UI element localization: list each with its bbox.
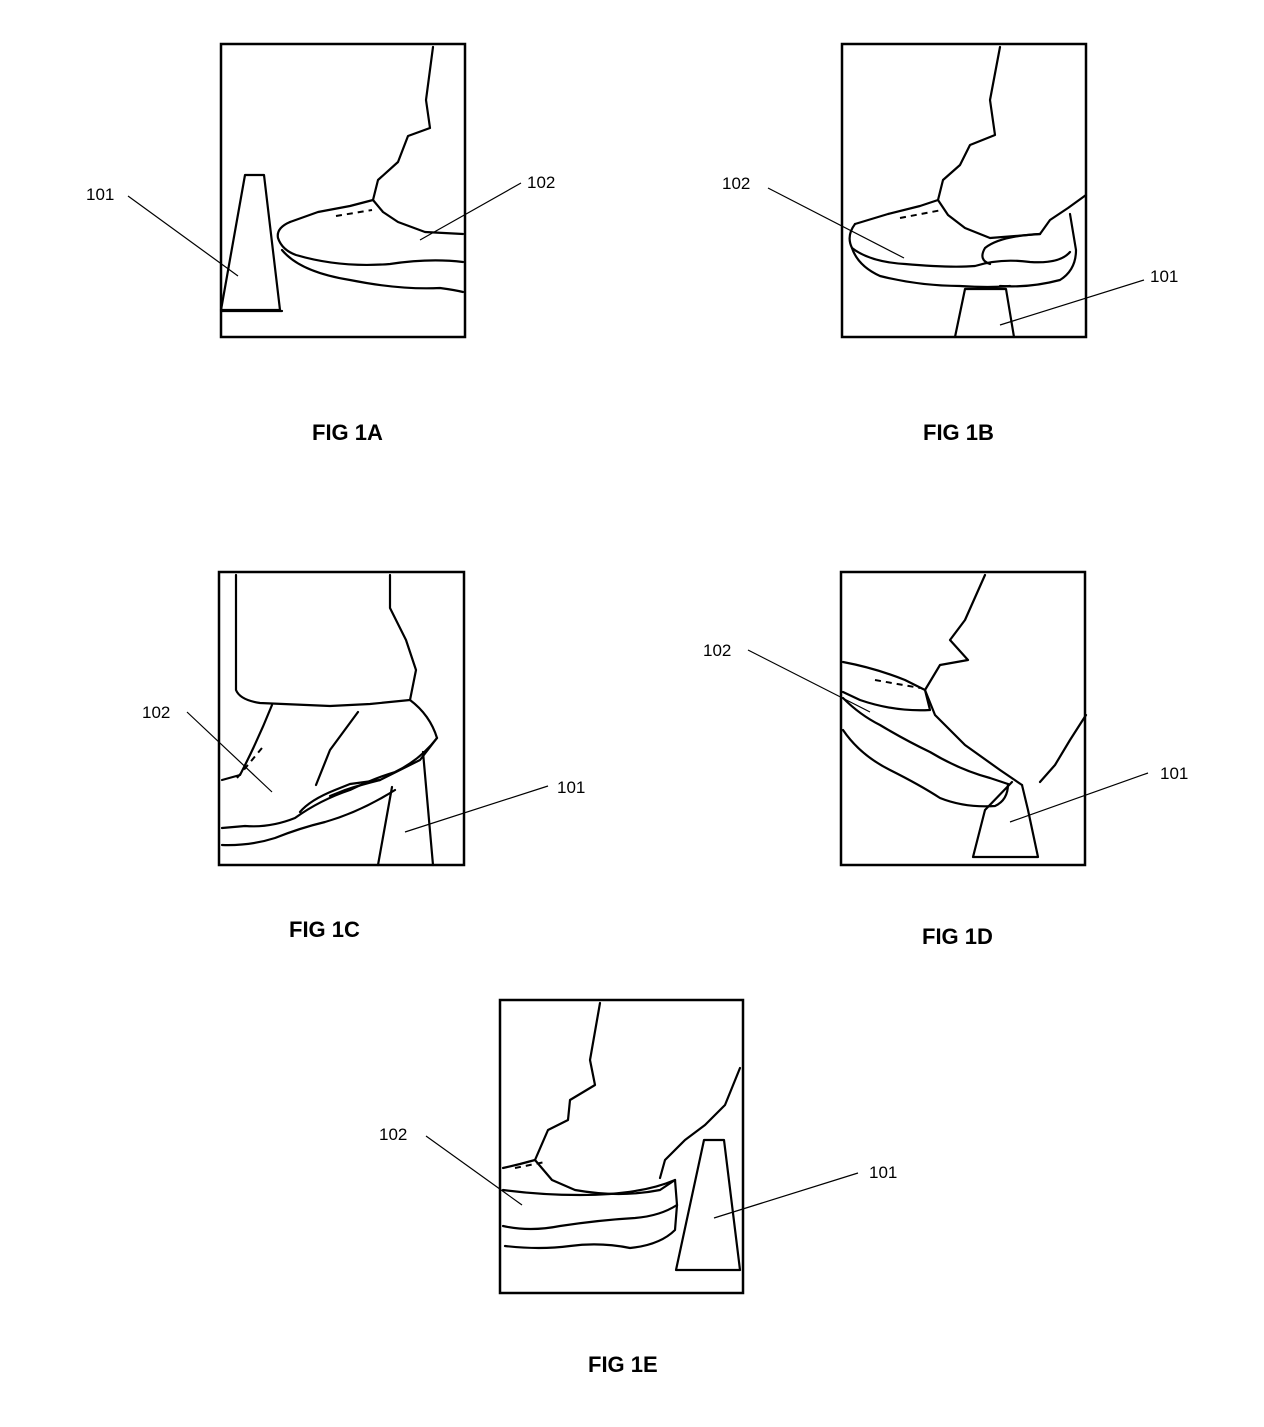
- shoe-lace-dashes: [335, 209, 373, 217]
- shoe-upper-outline: [841, 660, 932, 712]
- ref-label-101: 101: [1150, 267, 1178, 286]
- leader-102: [767, 187, 905, 259]
- panel-frame: [839, 570, 1087, 867]
- figure-1b: 101 102 FIG 1B: [722, 42, 1178, 445]
- leader-101: [713, 1172, 859, 1219]
- shoe-sole-outline: [220, 736, 439, 830]
- figure-caption: FIG 1B: [923, 420, 994, 445]
- panel-frame: [498, 998, 745, 1295]
- obstacle-cone: [376, 750, 435, 867]
- shoe-tread-outline: [503, 1178, 679, 1250]
- ref-label-102: 102: [527, 173, 555, 192]
- obstacle-cone: [971, 780, 1040, 859]
- figure-1c: 101 102 FIG 1C: [142, 570, 585, 942]
- shoe-lace-dashes: [899, 209, 943, 219]
- shoe-upper-outline: [853, 198, 1042, 240]
- shoe-tread-outline: [841, 728, 1010, 808]
- trouser-outline: [936, 45, 1002, 202]
- obstacle-cone: [953, 287, 1016, 339]
- obstacle-cone: [219, 173, 282, 312]
- panel-frame: [840, 42, 1088, 339]
- ref-label-101: 101: [869, 1163, 897, 1182]
- ref-label-102: 102: [703, 641, 731, 660]
- figure-1a: 101 102 FIG 1A: [86, 42, 555, 445]
- shoe-heel-outline: [328, 698, 439, 798]
- shoe-sole-outline: [841, 696, 1010, 786]
- shoe-heel-outline: [981, 212, 1078, 288]
- shoe-sole-outline: [501, 1178, 677, 1197]
- leader-101: [404, 785, 549, 833]
- trouser-outline: [371, 45, 435, 202]
- figure-caption: FIG 1D: [922, 924, 993, 949]
- trouser-outline: [923, 573, 1024, 787]
- figure-1d: 101 102 FIG 1D: [703, 570, 1188, 949]
- trouser-back-outline: [1038, 713, 1088, 784]
- figure-caption: FIG 1A: [312, 420, 383, 445]
- shoe-sole-outline: [848, 222, 1072, 268]
- leader-102: [186, 711, 273, 793]
- trouser-back-outline: [658, 1066, 742, 1180]
- shoe-tread-outline: [220, 778, 397, 847]
- ref-label-101: 101: [557, 778, 585, 797]
- ref-label-102: 102: [142, 703, 170, 722]
- shoe-tread-outline: [850, 246, 1012, 289]
- shoe-tread-outline: [280, 248, 465, 294]
- obstacle-cone: [674, 1138, 742, 1272]
- shoe-midsole-outline: [501, 1203, 679, 1231]
- ref-label-102: 102: [722, 174, 750, 193]
- figure-caption: FIG 1C: [289, 917, 360, 942]
- leader-102: [419, 182, 522, 241]
- ref-label-101: 101: [86, 185, 114, 204]
- shoe-lace-dashes: [874, 679, 921, 689]
- ref-label-101: 101: [1160, 764, 1188, 783]
- leader-101: [999, 279, 1145, 326]
- leader-101: [127, 195, 239, 277]
- leader-101: [1009, 772, 1149, 823]
- panel-frame: [217, 570, 466, 867]
- leader-102: [747, 649, 871, 713]
- trouser-back-outline: [1038, 193, 1088, 236]
- figure-caption: FIG 1E: [588, 1352, 658, 1377]
- leader-102: [425, 1135, 523, 1206]
- ref-label-102: 102: [379, 1125, 407, 1144]
- figure-1e: 101 102 FIG 1E: [379, 998, 897, 1377]
- trouser-outline: [533, 1001, 602, 1162]
- shoe-upper-outline: [288, 198, 465, 236]
- shoe-toe-line: [314, 710, 360, 787]
- trouser-outline: [234, 573, 418, 708]
- shoe-lace-dashes: [514, 1161, 546, 1169]
- panel-frame: [219, 42, 467, 339]
- shoe-sole-outline: [276, 220, 465, 267]
